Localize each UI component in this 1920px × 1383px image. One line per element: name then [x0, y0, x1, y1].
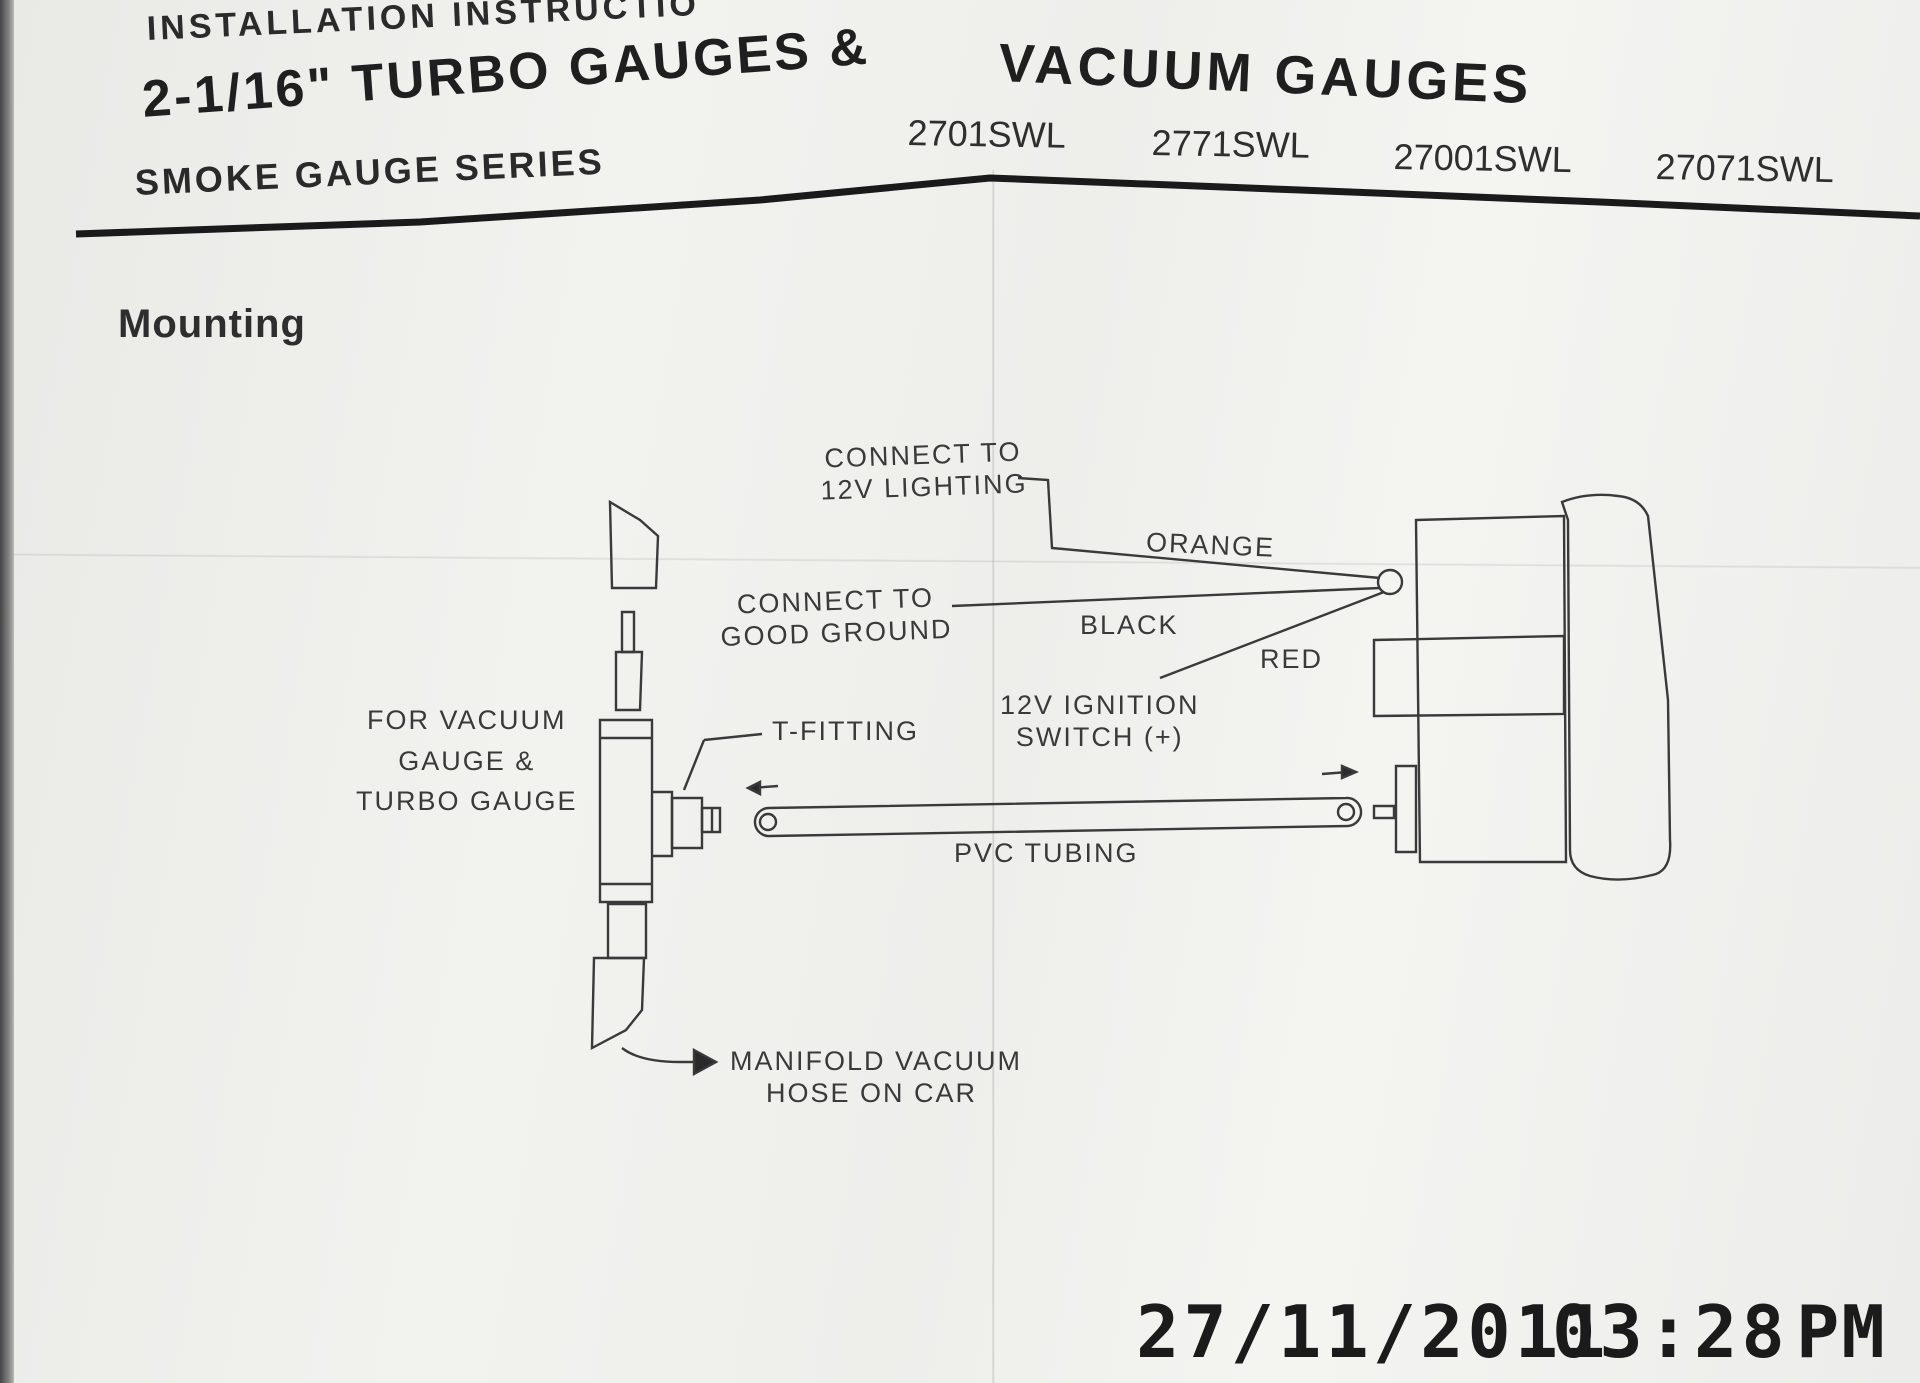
- label-connect-ground: CONNECT TO GOOD GROUND: [719, 582, 953, 654]
- hose-lower: [606, 902, 648, 960]
- gauge-port: [1394, 764, 1418, 854]
- t-fitting-stub: [652, 790, 674, 858]
- label-pvc-tubing: PVC TUBING: [954, 838, 1139, 868]
- label-line: HOSE ON CAR: [766, 1077, 978, 1108]
- photo-time-stamp: 03:28: [1552, 1290, 1789, 1374]
- label-line: GAUGE &: [398, 745, 536, 776]
- t-fitting-nut: [670, 796, 704, 850]
- black-wire: [951, 586, 1381, 608]
- section-heading-mounting: Mounting: [118, 302, 306, 346]
- red-wire: [1159, 590, 1385, 680]
- intake-nozzle: [608, 499, 660, 590]
- t-fitting-leader: [682, 739, 706, 791]
- manifold-hose: [590, 956, 646, 1051]
- t-fitting-body: [598, 718, 654, 904]
- paper-edge-shadow: [0, 0, 16, 1383]
- manifold-arrow: [621, 1047, 700, 1064]
- photo-ampm-stamp: PM: [1796, 1290, 1887, 1374]
- gauge-label-plate: [1372, 634, 1566, 718]
- paper-fold-vertical: [992, 170, 995, 1383]
- manifold-arrow-head: [692, 1047, 719, 1077]
- label-line: SWITCH (+): [1015, 721, 1184, 752]
- label-line: TURBO GAUGE: [356, 786, 578, 816]
- gauge-nipple: [1372, 804, 1396, 820]
- t-fitting-barb: [700, 806, 722, 834]
- instruction-sheet: [14, 0, 1920, 1383]
- label-red-wire: RED: [1260, 644, 1324, 674]
- hose-nipple: [620, 610, 636, 654]
- label-black-wire: BLACK: [1080, 610, 1179, 640]
- wire-terminal: [1376, 568, 1404, 596]
- label-orange-wire: ORANGE: [1145, 527, 1276, 563]
- label-line: 12V IGNITION: [1000, 690, 1200, 720]
- hose-upper: [614, 650, 644, 712]
- gauge-housing: [1414, 514, 1568, 864]
- pvc-tubing: [753, 796, 1363, 838]
- label-ignition-switch: 12V IGNITION SWITCH (+): [1000, 690, 1200, 754]
- gauge-bezel: [1560, 493, 1672, 881]
- label-t-fitting: T-FITTING: [772, 716, 919, 746]
- label-line: FOR VACUUM: [367, 705, 567, 735]
- label-manifold-vacuum: MANIFOLD VACUUM HOSE ON CAR: [730, 1046, 1022, 1110]
- label-connect-lighting: CONNECT TO 12V LIGHTING: [819, 436, 1028, 507]
- lighting-leader: [1017, 476, 1381, 580]
- label-for-vacuum-gauge: FOR VACUUM GAUGE & TURBO GAUGE: [356, 700, 578, 822]
- header-rule: [75, 174, 1920, 238]
- photo-date-stamp: 27/11/2011: [1136, 1290, 1610, 1374]
- label-line: MANIFOLD VACUUM: [730, 1046, 1023, 1076]
